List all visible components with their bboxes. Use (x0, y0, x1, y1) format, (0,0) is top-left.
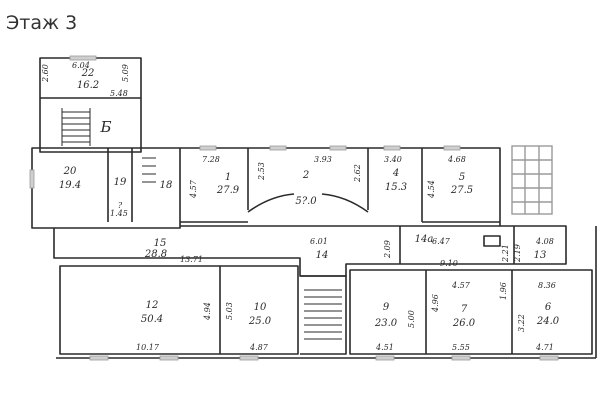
room-12-number: 12 (146, 300, 159, 311)
window (69, 55, 97, 61)
room-6-number: 6 (545, 302, 552, 313)
room-10-area: 25.0 (248, 316, 272, 327)
room-7-area: 26.0 (452, 318, 476, 329)
dim-209: 2.09 (383, 240, 392, 259)
room-5-number: 5 (459, 172, 465, 183)
window (199, 145, 217, 151)
window (89, 355, 109, 361)
annex-grid (511, 145, 553, 215)
dim-454: 4.54 (427, 180, 436, 199)
room-7-number: 7 (461, 304, 468, 315)
room-4-number: 4 (392, 168, 399, 179)
dim-219: 2.19 (513, 244, 522, 263)
dim-1017: 10.17 (136, 343, 160, 352)
room-2-area: 5?.0 (295, 196, 317, 207)
dim-468: 4.68 (447, 155, 466, 164)
corridor-wall (53, 225, 567, 277)
dim-604: 6.04 (72, 61, 90, 70)
room-15-area: 28.8 (144, 249, 167, 260)
dim-340: 3.40 (384, 155, 402, 164)
arch-r2-left (247, 193, 295, 213)
dim-494: 4.94 (203, 302, 212, 321)
room-10-number: 10 (254, 302, 267, 313)
dim-601: 6.01 (310, 237, 328, 246)
window (443, 145, 461, 151)
dim-393: 3.93 (314, 155, 332, 164)
dim-262: 2.62 (353, 164, 362, 183)
dim-260: 2.60 (41, 64, 50, 83)
closet-14a (483, 235, 501, 247)
dim-728: 7.28 (202, 155, 220, 164)
page-title: Этаж 3 (6, 12, 78, 34)
window (383, 145, 401, 151)
dim-503: 5.03 (225, 302, 234, 320)
room-12-area: 50.4 (141, 314, 163, 325)
room-14-number: 14 (316, 250, 329, 261)
room-9-area: 23.0 (374, 318, 398, 329)
dim-836: 8.36 (538, 281, 556, 290)
stair-letter-b: Б (99, 118, 111, 136)
dim-253: 2.53 (257, 162, 266, 181)
room-20-area: 19.4 (59, 180, 81, 191)
window (239, 355, 259, 361)
dim-496: 4.96 (431, 294, 440, 313)
dim-509: 5.09 (121, 64, 130, 82)
room-5-area: 27.5 (450, 185, 473, 196)
window (269, 145, 287, 151)
room-20-number: 20 (63, 166, 77, 177)
dim-1371: 13.71 (180, 255, 203, 264)
window (329, 145, 347, 151)
dim-408: 4.08 (535, 237, 554, 246)
dim-487: 4.87 (249, 343, 269, 352)
left-wing-wall (31, 147, 181, 229)
dim-457a: 4.57 (189, 179, 198, 199)
room-1-number: 1 (225, 172, 231, 183)
dim-910: 9.10 (440, 259, 458, 268)
dim-196: 1.96 (499, 282, 508, 300)
room-9-number: 9 (383, 302, 390, 313)
room-19-sublabel: ? (118, 201, 123, 210)
central-stair-wall (300, 275, 347, 355)
room-2-number: 2 (302, 170, 309, 181)
window (539, 355, 559, 361)
room-6-area: 24.0 (536, 316, 560, 327)
room-22-number: 22 (81, 68, 95, 79)
room-22-area: 16.2 (77, 80, 99, 91)
dim-647: 6.47 (432, 237, 451, 246)
room-13-number: 13 (534, 250, 547, 261)
dim-322: 3.22 (517, 314, 526, 332)
dim-471: 4.71 (535, 343, 554, 352)
room-19-number: 19 (114, 177, 127, 188)
room-15-number: 15 (154, 238, 167, 249)
dim-457b: 4.57 (451, 281, 471, 290)
dim-555: 5.55 (452, 343, 470, 352)
room-14a-number: 14а (415, 234, 434, 245)
dim-548: 5.48 (110, 89, 128, 98)
dim-145: 1.45 (110, 209, 128, 218)
stair-tower-wall (39, 57, 142, 153)
dim-221: 2.21 (501, 244, 510, 263)
room-1-area: 27.9 (216, 185, 240, 196)
window (29, 169, 35, 189)
room-4-area: 15.3 (385, 182, 407, 193)
window (375, 355, 395, 361)
dim-500: 5.00 (407, 310, 416, 328)
arch-r2-right (321, 193, 369, 213)
dim-451: 4.51 (375, 343, 394, 352)
window (159, 355, 179, 361)
southwest-block-wall (59, 265, 299, 355)
window (451, 355, 471, 361)
room-18-number: 18 (160, 180, 173, 191)
